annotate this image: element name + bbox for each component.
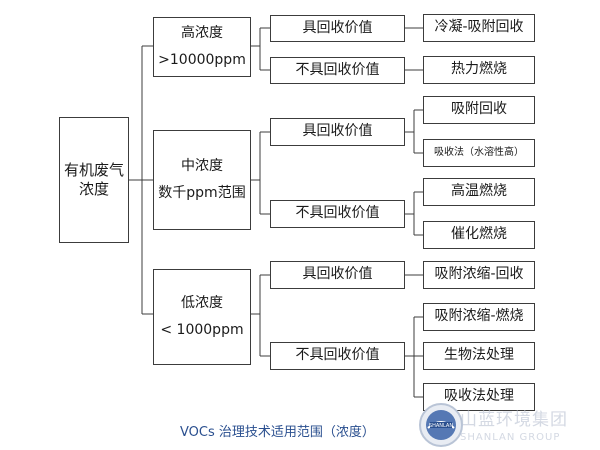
mid-concentration-node: 中浓度 数千ppm范围 — [153, 130, 251, 230]
mid-range: 数千ppm范围 — [158, 185, 246, 201]
method-biological-treatment: 生物法处理 — [423, 342, 535, 370]
low-nonrecoverable-node: 不具回收价值 — [270, 342, 405, 370]
watermark-company-cn: 山蓝环境集团 — [460, 410, 568, 430]
root-label-line1: 有机废气 — [63, 161, 124, 180]
method-adsorption-concentration-recovery: 吸附浓缩-回收 — [423, 261, 535, 289]
high-range: >10000ppm — [158, 52, 246, 68]
mid-nonrecoverable-node: 不具回收价值 — [270, 200, 405, 228]
company-logo-icon: SHANLAN — [419, 403, 463, 447]
low-label: 低浓度 — [181, 294, 223, 311]
low-range: < 1000ppm — [160, 322, 244, 338]
mid-label: 中浓度 — [181, 157, 223, 174]
high-concentration-node: 高浓度 >10000ppm — [153, 17, 251, 77]
high-label: 高浓度 — [181, 24, 223, 41]
method-condensation-adsorption-recovery: 冷凝-吸附回收 — [423, 14, 535, 42]
logo-text: SHANLAN — [429, 423, 453, 429]
method-adsorption-recovery: 吸附回收 — [423, 96, 535, 124]
method-thermal-incineration: 热力燃烧 — [423, 56, 535, 84]
root-label-line2: 浓度 — [78, 180, 109, 198]
method-absorption-water-soluble: 吸收法（水溶性高） — [423, 139, 535, 167]
watermark: 山蓝环境集团 SHANLAN GROUP — [460, 405, 600, 443]
method-absorption-treatment: 吸收法处理 — [423, 383, 535, 411]
low-recoverable-node: 具回收价值 — [270, 261, 405, 289]
mid-recoverable-node: 具回收价值 — [270, 118, 405, 146]
figure-caption: VOCs 治理技术适用范围（浓度） — [180, 425, 375, 440]
low-concentration-node: 低浓度 < 1000ppm — [153, 269, 251, 365]
method-adsorption-concentration-combustion: 吸附浓缩-燃烧 — [423, 303, 535, 331]
root-node: 有机废气 浓度 — [59, 117, 129, 243]
high-recoverable-node: 具回收价值 — [270, 15, 405, 42]
method-catalytic-combustion: 催化燃烧 — [423, 221, 535, 249]
high-nonrecoverable-node: 不具回收价值 — [270, 57, 405, 84]
watermark-company-en: SHANLAN GROUP — [460, 432, 561, 443]
method-high-temp-incineration: 高温燃烧 — [423, 178, 535, 206]
